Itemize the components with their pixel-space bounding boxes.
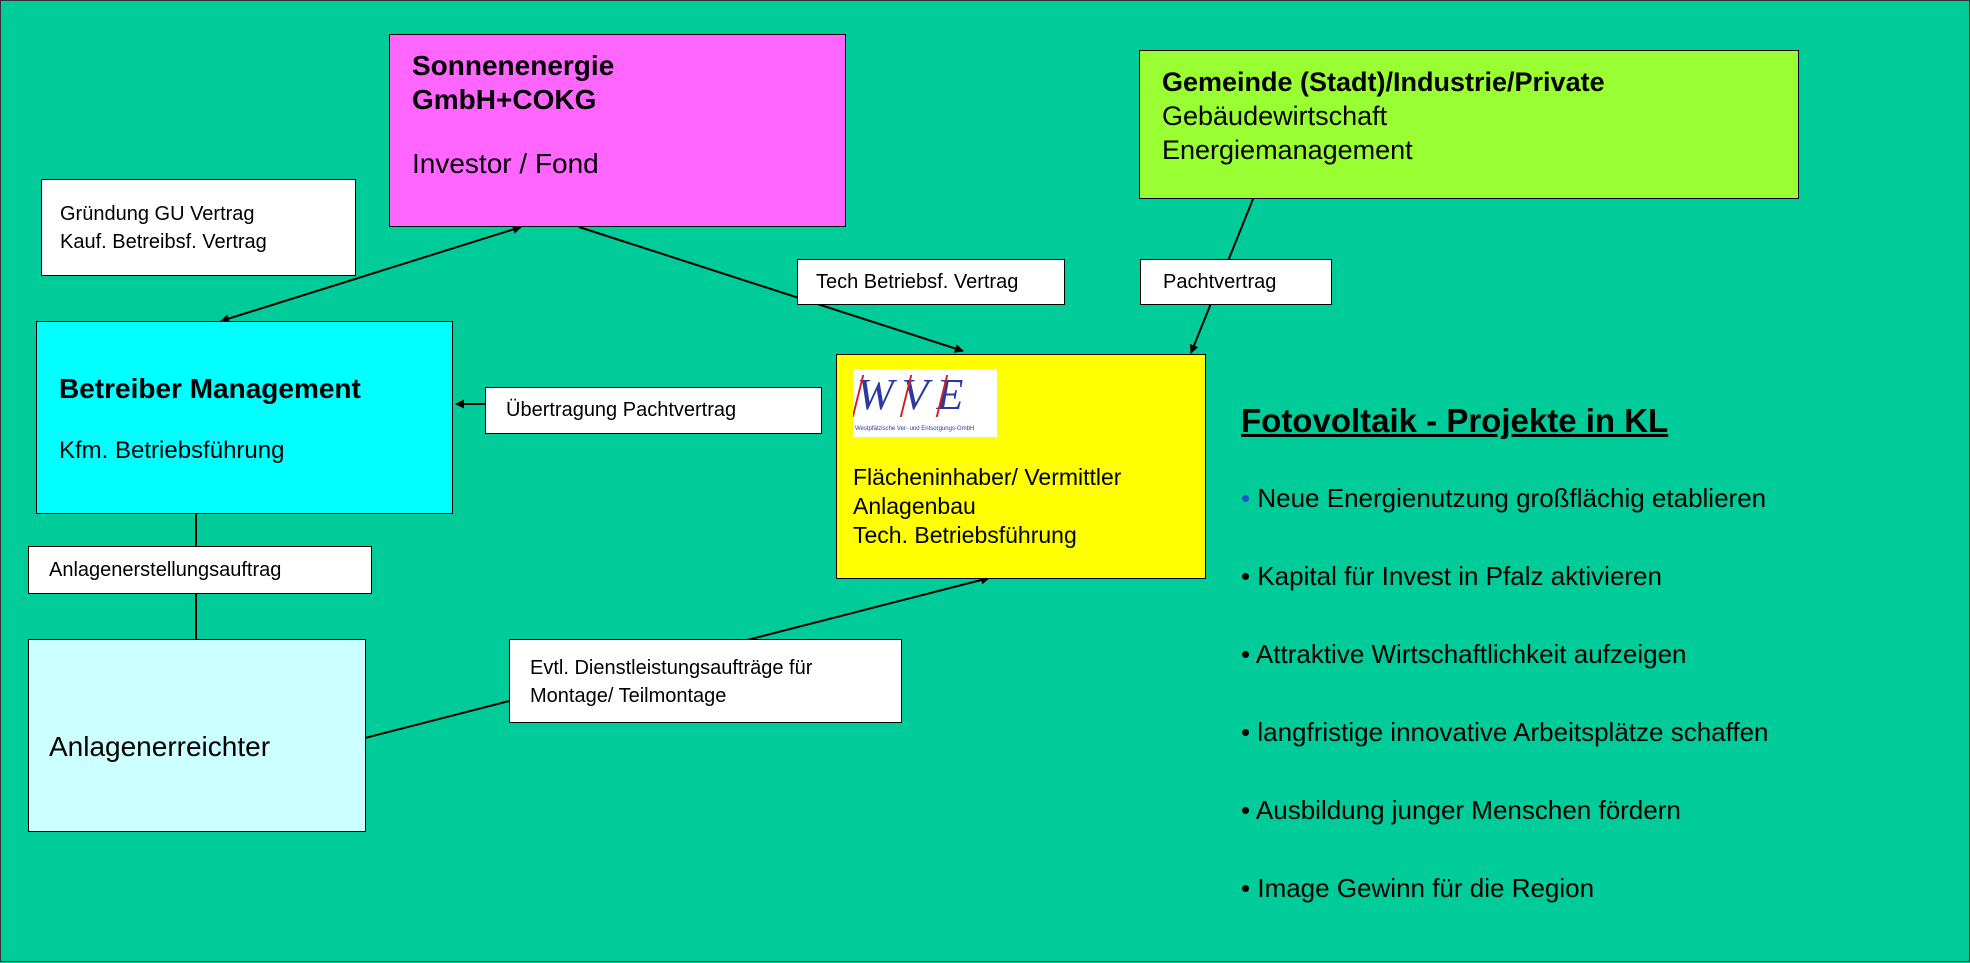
goal-item: • Ausbildung junger Menschen fördern [1241,795,1966,825]
betreiber-box: Betreiber Management Kfm. Betriebsführun… [36,321,453,514]
wve-box: WVE Westpfälzische Ver- und Entsorgungs-… [836,354,1206,579]
uebertragung-text: Übertragung Pachtvertrag [506,399,737,421]
investor-box: Sonnenenergie GmbH+COKG Investor / Fond [389,34,846,227]
label-uebertragung-pachtvertrag: Übertragung Pachtvertrag [485,387,822,434]
investor-role: Investor / Fond [412,148,599,179]
bullet-dot: • [1241,483,1251,513]
dienst-line2: Montage/ Teilmontage [530,685,727,707]
bullet-dot: • [1241,873,1251,903]
gemeinde-box: Gemeinde (Stadt)/Industrie/Private Gebäu… [1139,50,1799,199]
investor-name-line1: Sonnenenergie [412,50,615,81]
arrow-investor-betreiber [220,225,522,323]
dienst-line1: Evtl. Dienstleistungsaufträge für [530,657,813,679]
betreiber-title: Betreiber Management [59,373,361,404]
bullet-dot: • [1241,639,1251,669]
goals-list: • Neue Energienutzung großflächig etabli… [1241,483,1966,903]
pachtvertrag-text: Pachtvertrag [1163,271,1277,293]
gruendung-line1: Gründung GU Vertrag [60,203,255,225]
goal-item: • Kapital für Invest in Pfalz aktivieren [1241,561,1966,591]
panel-title: Fotovoltaik - Projekte in KL [1241,402,1669,439]
wve-line1: Flächeninhaber/ Vermittler [853,464,1122,490]
goal-item: • langfristige innovative Arbeitsplätze … [1241,717,1966,747]
goal-text: Neue Energienutzung großflächig etablier… [1257,483,1767,513]
wve-line3: Tech. Betriebsführung [853,522,1077,548]
anlagen-box: Anlagenerreichter [28,639,366,832]
gemeinde-line2: Gebäudewirtschaft [1162,101,1388,131]
anlagenerstellung-text: Anlagenerstellungsauftrag [49,559,282,581]
label-dienstleistungsauftraege: Evtl. Dienstleistungsaufträge für Montag… [509,639,902,723]
wve-logo-letters: WVE [857,370,972,419]
label-anlagenerstellungsauftrag: Anlagenerstellungsauftrag [28,546,372,594]
investor-name-line2: GmbH+COKG [412,84,597,115]
goal-item: • Image Gewinn für die Region [1241,873,1966,903]
betreiber-subtitle: Kfm. Betriebsführung [59,437,285,464]
gemeinde-title: Gemeinde (Stadt)/Industrie/Private [1162,67,1605,97]
gruendung-line2: Kauf. Betreibsf. Vertrag [60,231,267,253]
label-gruendung-vertrag: Gründung GU Vertrag Kauf. Betreibsf. Ver… [41,179,356,276]
bullet-dot: • [1241,717,1251,747]
goal-text: Ausbildung junger Menschen fördern [1255,795,1681,825]
label-pachtvertrag: Pachtvertrag [1140,259,1332,305]
label-tech-vertrag: Tech Betriebsf. Vertrag [797,259,1065,305]
anlagen-title: Anlagenerreichter [49,731,271,762]
goal-text: Kapital für Invest in Pfalz aktivieren [1257,561,1662,591]
goal-text: Attraktive Wirtschaftlichkeit aufzeigen [1255,639,1687,669]
arrow-investor-wve [578,226,964,353]
goal-text: langfristige innovative Arbeitsplätze sc… [1257,717,1769,747]
bullet-dot: • [1241,795,1251,825]
wve-line2: Anlagenbau [853,493,976,519]
wve-logo-subtext: Westpfälzische Ver- und Entsorgungs-GmbH [855,426,975,432]
project-goals-panel: Fotovoltaik - Projekte in KL [1241,401,1961,441]
wve-logo: WVE Westpfälzische Ver- und Entsorgungs-… [853,369,997,437]
goal-item: • Attraktive Wirtschaftlichkeit aufzeige… [1241,639,1966,669]
bullet-dot: • [1241,561,1251,591]
gemeinde-line3: Energiemanagement [1162,135,1413,165]
goal-item: • Neue Energienutzung großflächig etabli… [1241,483,1966,513]
goal-text: Image Gewinn für die Region [1257,873,1595,903]
tech-vertrag-text: Tech Betriebsf. Vertrag [816,271,1019,293]
